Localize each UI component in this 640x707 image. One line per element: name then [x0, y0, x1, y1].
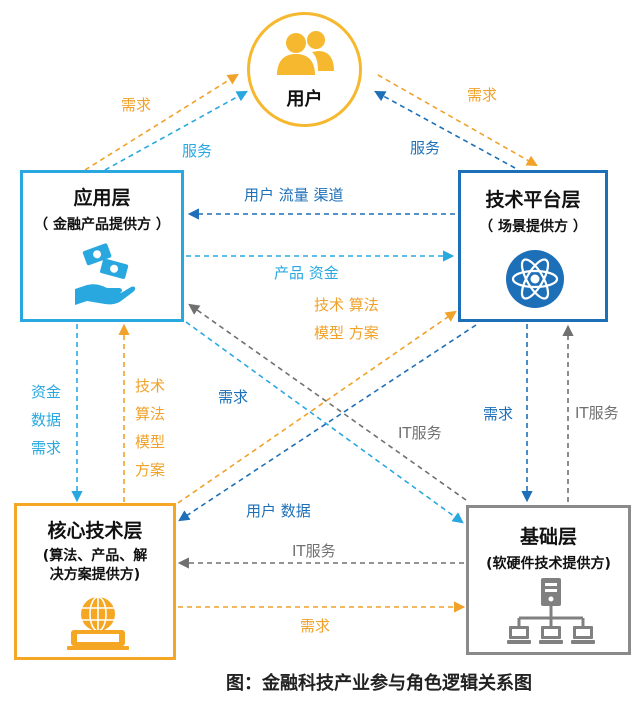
arrow-core-to-tech [177, 310, 457, 504]
arrow-app-to-base [185, 321, 464, 524]
label-app-base-demand: 需求 [218, 388, 249, 406]
arrow-user-to-tech-demand [377, 74, 538, 167]
label-app-to-core-line: 资金 [30, 383, 61, 401]
label-tech-to-base: 需求 [483, 405, 514, 423]
label-app-to-tech: 产品 资金 [274, 264, 339, 282]
user-node: 用户 [247, 12, 362, 127]
core-tech-title: 核心技术层 [47, 520, 143, 542]
label-app-to-core-line: 需求 [30, 439, 61, 457]
base-layer-title: 基础层 [519, 526, 577, 548]
core-tech-node: 核心技术层 (算法、产品、解 决方案提供方) [14, 503, 176, 660]
label-app-to-core: 资金 数据 需求 [31, 378, 61, 462]
label-base-to-tech: IT服务 [575, 404, 619, 422]
core-tech-subtitle: (算法、产品、解 决方案提供方) [17, 547, 173, 585]
label-base-to-core: IT服务 [292, 542, 336, 560]
label-core-to-app-line: 算法 [134, 405, 165, 423]
globe-device-icon [67, 596, 129, 650]
label-core-to-tech-1: 技术 算法 [314, 296, 379, 314]
label-tech-to-core: 用户 数据 [246, 502, 311, 520]
app-layer-node: 应用层 （ 金融产品提供方 ） [20, 170, 184, 322]
base-layer-node: 基础层 (软硬件技术提供方) [466, 505, 631, 655]
core-tech-subtitle-line1: (算法、产品、解 [42, 548, 148, 564]
label-core-to-app-line: 技术 [134, 377, 165, 395]
app-layer-title: 应用层 [73, 187, 131, 209]
label-core-to-base: 需求 [300, 617, 331, 635]
users-icon [277, 31, 334, 75]
tech-platform-subtitle: （ 场景提供方 ） [479, 219, 587, 235]
tech-platform-node: 技术平台层 （ 场景提供方 ） [458, 170, 608, 322]
label-user-app-service: 服务 [182, 142, 213, 160]
label-app-to-core-line: 数据 [30, 411, 61, 429]
label-core-to-app-line: 方案 [134, 461, 165, 479]
app-layer-subtitle: （ 金融产品提供方 ） [34, 217, 170, 233]
label-tech-user-demand: 需求 [467, 86, 498, 104]
label-app-user-demand: 需求 [121, 96, 152, 114]
base-layer-subtitle: (软硬件技术提供方) [486, 556, 611, 572]
label-user-tech-service: 服务 [410, 139, 441, 157]
label-core-to-app-line: 模型 [134, 433, 165, 451]
arrow-app-to-user-demand [84, 73, 239, 171]
server-network-icon [507, 578, 595, 644]
user-node-title: 用户 [286, 89, 323, 110]
core-tech-subtitle-line2: 决方案提供方) [49, 567, 141, 583]
label-core-to-app: 技术 算法 模型 方案 [135, 372, 165, 484]
figure-caption: 图：金融科技产业参与角色逻辑关系图 [226, 673, 532, 694]
money-hand-icon [75, 243, 136, 305]
atom-icon [506, 250, 564, 308]
label-core-to-tech-2: 模型 方案 [314, 324, 379, 342]
arrow-base-to-app [188, 303, 467, 501]
label-tech-to-app: 用户 流量 渠道 [244, 186, 344, 204]
tech-platform-title: 技术平台层 [485, 189, 581, 211]
label-base-app-it: IT服务 [398, 424, 442, 442]
